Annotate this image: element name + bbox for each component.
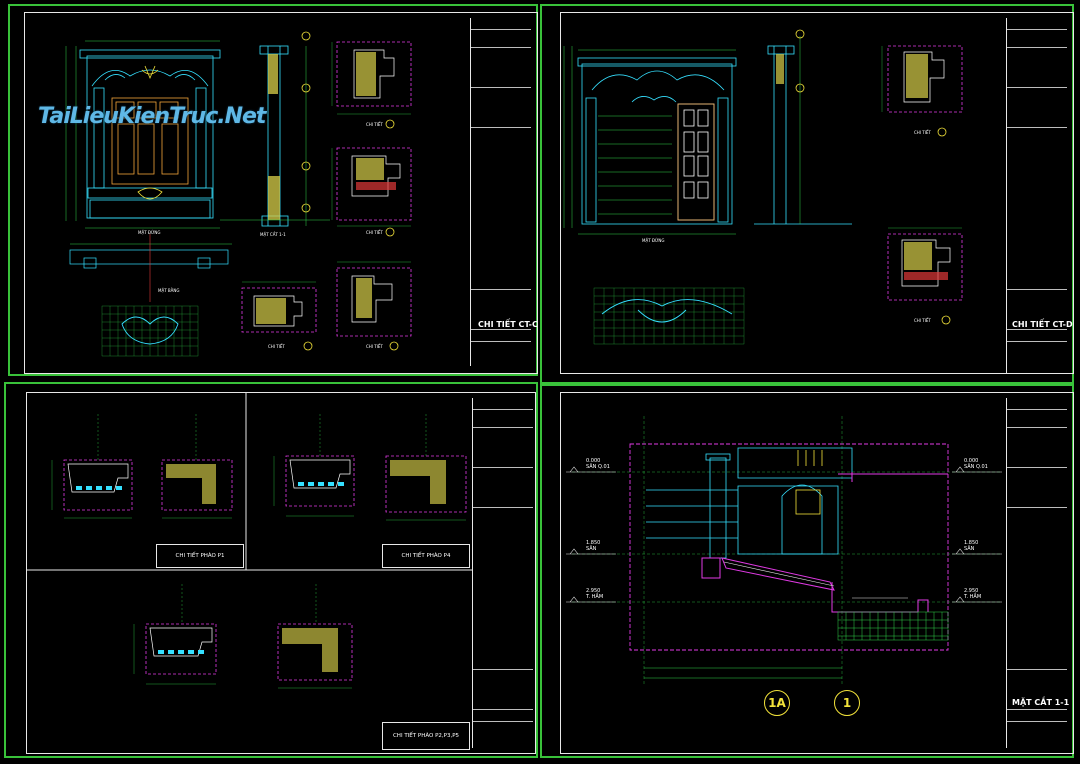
level-right-mid-value: 1.850 <box>964 540 979 546</box>
level-right-mid-note: SÂN <box>964 546 975 552</box>
level-right-top-note: SÂN Q.01 <box>964 464 988 470</box>
sheet-1-label-chi-tiet-2: CHI TIẾT <box>366 230 383 235</box>
sheet-3: CHI TIẾT PHÀO P1 CHI TIẾT PHÀO P4 CHI TI… <box>4 382 538 758</box>
sheet-2-label-mat-dung: MẶT ĐỨNG <box>642 238 665 243</box>
sheet-1-label-chi-tiet-1: CHI TIẾT <box>366 122 383 127</box>
level-left-low-note: T. HẦM <box>586 594 604 600</box>
sheet-3-drawing <box>26 392 472 689</box>
sheet-1-title-block <box>470 18 531 366</box>
level-left-mid-value: 1.850 <box>586 540 601 546</box>
sheet-2-label-chi-tiet-2: CHI TIẾT <box>914 318 931 323</box>
sheet-4: MẶT CẮT 1-1 <box>540 384 1074 758</box>
sheet-1-title: CHI TIẾT CT-C <box>478 320 538 329</box>
level-left-mid-note: SÂN <box>586 546 597 552</box>
sheet-2-title-block <box>1006 18 1067 374</box>
sheet-2: CHI TIẾT CT-D <box>540 4 1074 384</box>
level-left-top-note: SÂN Q.01 <box>586 464 610 470</box>
sheet-2-drawing <box>563 29 963 345</box>
sheet-1-label-mat-dung: MẶT ĐỨNG <box>138 230 161 235</box>
sheet-1-label-chi-tiet-4: CHI TIẾT <box>366 344 383 349</box>
sheet-1-frame <box>24 12 538 374</box>
sheet-4-title-block <box>1006 398 1067 748</box>
sheet-1-label-chi-tiet-3: CHI TIẾT <box>268 344 285 349</box>
watermark-logo: TaiLieuKienTruc.Net <box>38 104 266 129</box>
watermark-text: TaiLieuKienTruc.Net <box>38 104 266 129</box>
label-chi-tiet-phao-p4: CHI TIẾT PHÀO P4 <box>382 544 470 568</box>
sheet-4-frame <box>560 392 1074 754</box>
level-right-low-value: 2.950 <box>964 588 979 594</box>
sheet-2-label-chi-tiet-1: CHI TIẾT <box>914 130 931 135</box>
level-right-low-note: T. HẦM <box>964 594 982 600</box>
level-left-low-value: 2.950 <box>586 588 601 594</box>
sheet-1-label-mat-cat: MẶT CẮT 1-1 <box>260 232 286 237</box>
level-left-top-value: 0.000 <box>586 458 601 464</box>
sheet-3-title-block <box>472 398 533 748</box>
sheet-1-label-mat-bang: MẶT BẰNG <box>158 288 180 293</box>
sheet-1: CHI TIẾT CT-C <box>8 4 538 376</box>
sheet-4-title: MẶT CẮT 1-1 <box>1012 698 1070 707</box>
sheet-3-frame <box>26 392 536 754</box>
level-right-top-value: 0.000 <box>964 458 979 464</box>
sheet-4-drawing <box>566 416 1002 686</box>
sheet-1-drawing <box>65 31 412 357</box>
axis-marker-1: 1 <box>834 690 860 716</box>
axis-marker-1a: 1A <box>764 690 790 716</box>
label-chi-tiet-phao-p1: CHI TIẾT PHÀO P1 <box>156 544 244 568</box>
label-chi-tiet-phao-p235: CHI TIẾT PHÀO P2,P3,P5 <box>382 722 470 750</box>
sheet-2-title: CHI TIẾT CT-D <box>1012 320 1073 329</box>
sheet-2-frame <box>560 12 1074 374</box>
